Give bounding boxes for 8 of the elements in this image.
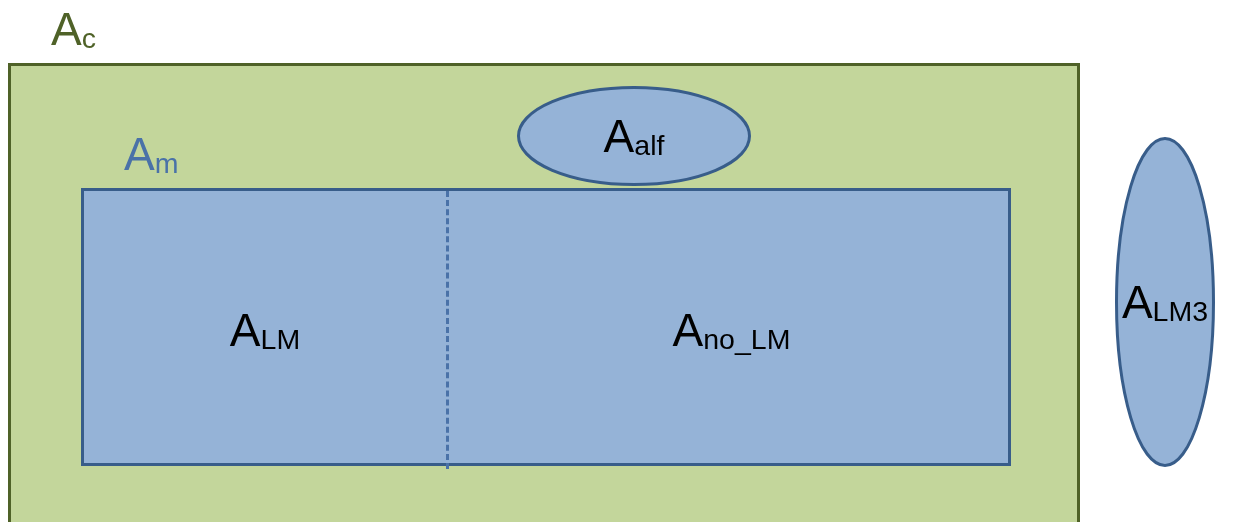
area-label: A$_{alf}$ [603,112,665,160]
ellipse-area [1115,137,1215,467]
area-label: A$_{no_LM}$ [672,306,791,354]
area-heading: A$_{m}$ [124,131,179,178]
area-label: A$_{LM}$ [229,306,301,354]
ellipse-area [517,86,751,186]
area-heading: A$_{c}$ [51,6,96,53]
area-label: A$_{LM3}$ [1121,278,1209,326]
